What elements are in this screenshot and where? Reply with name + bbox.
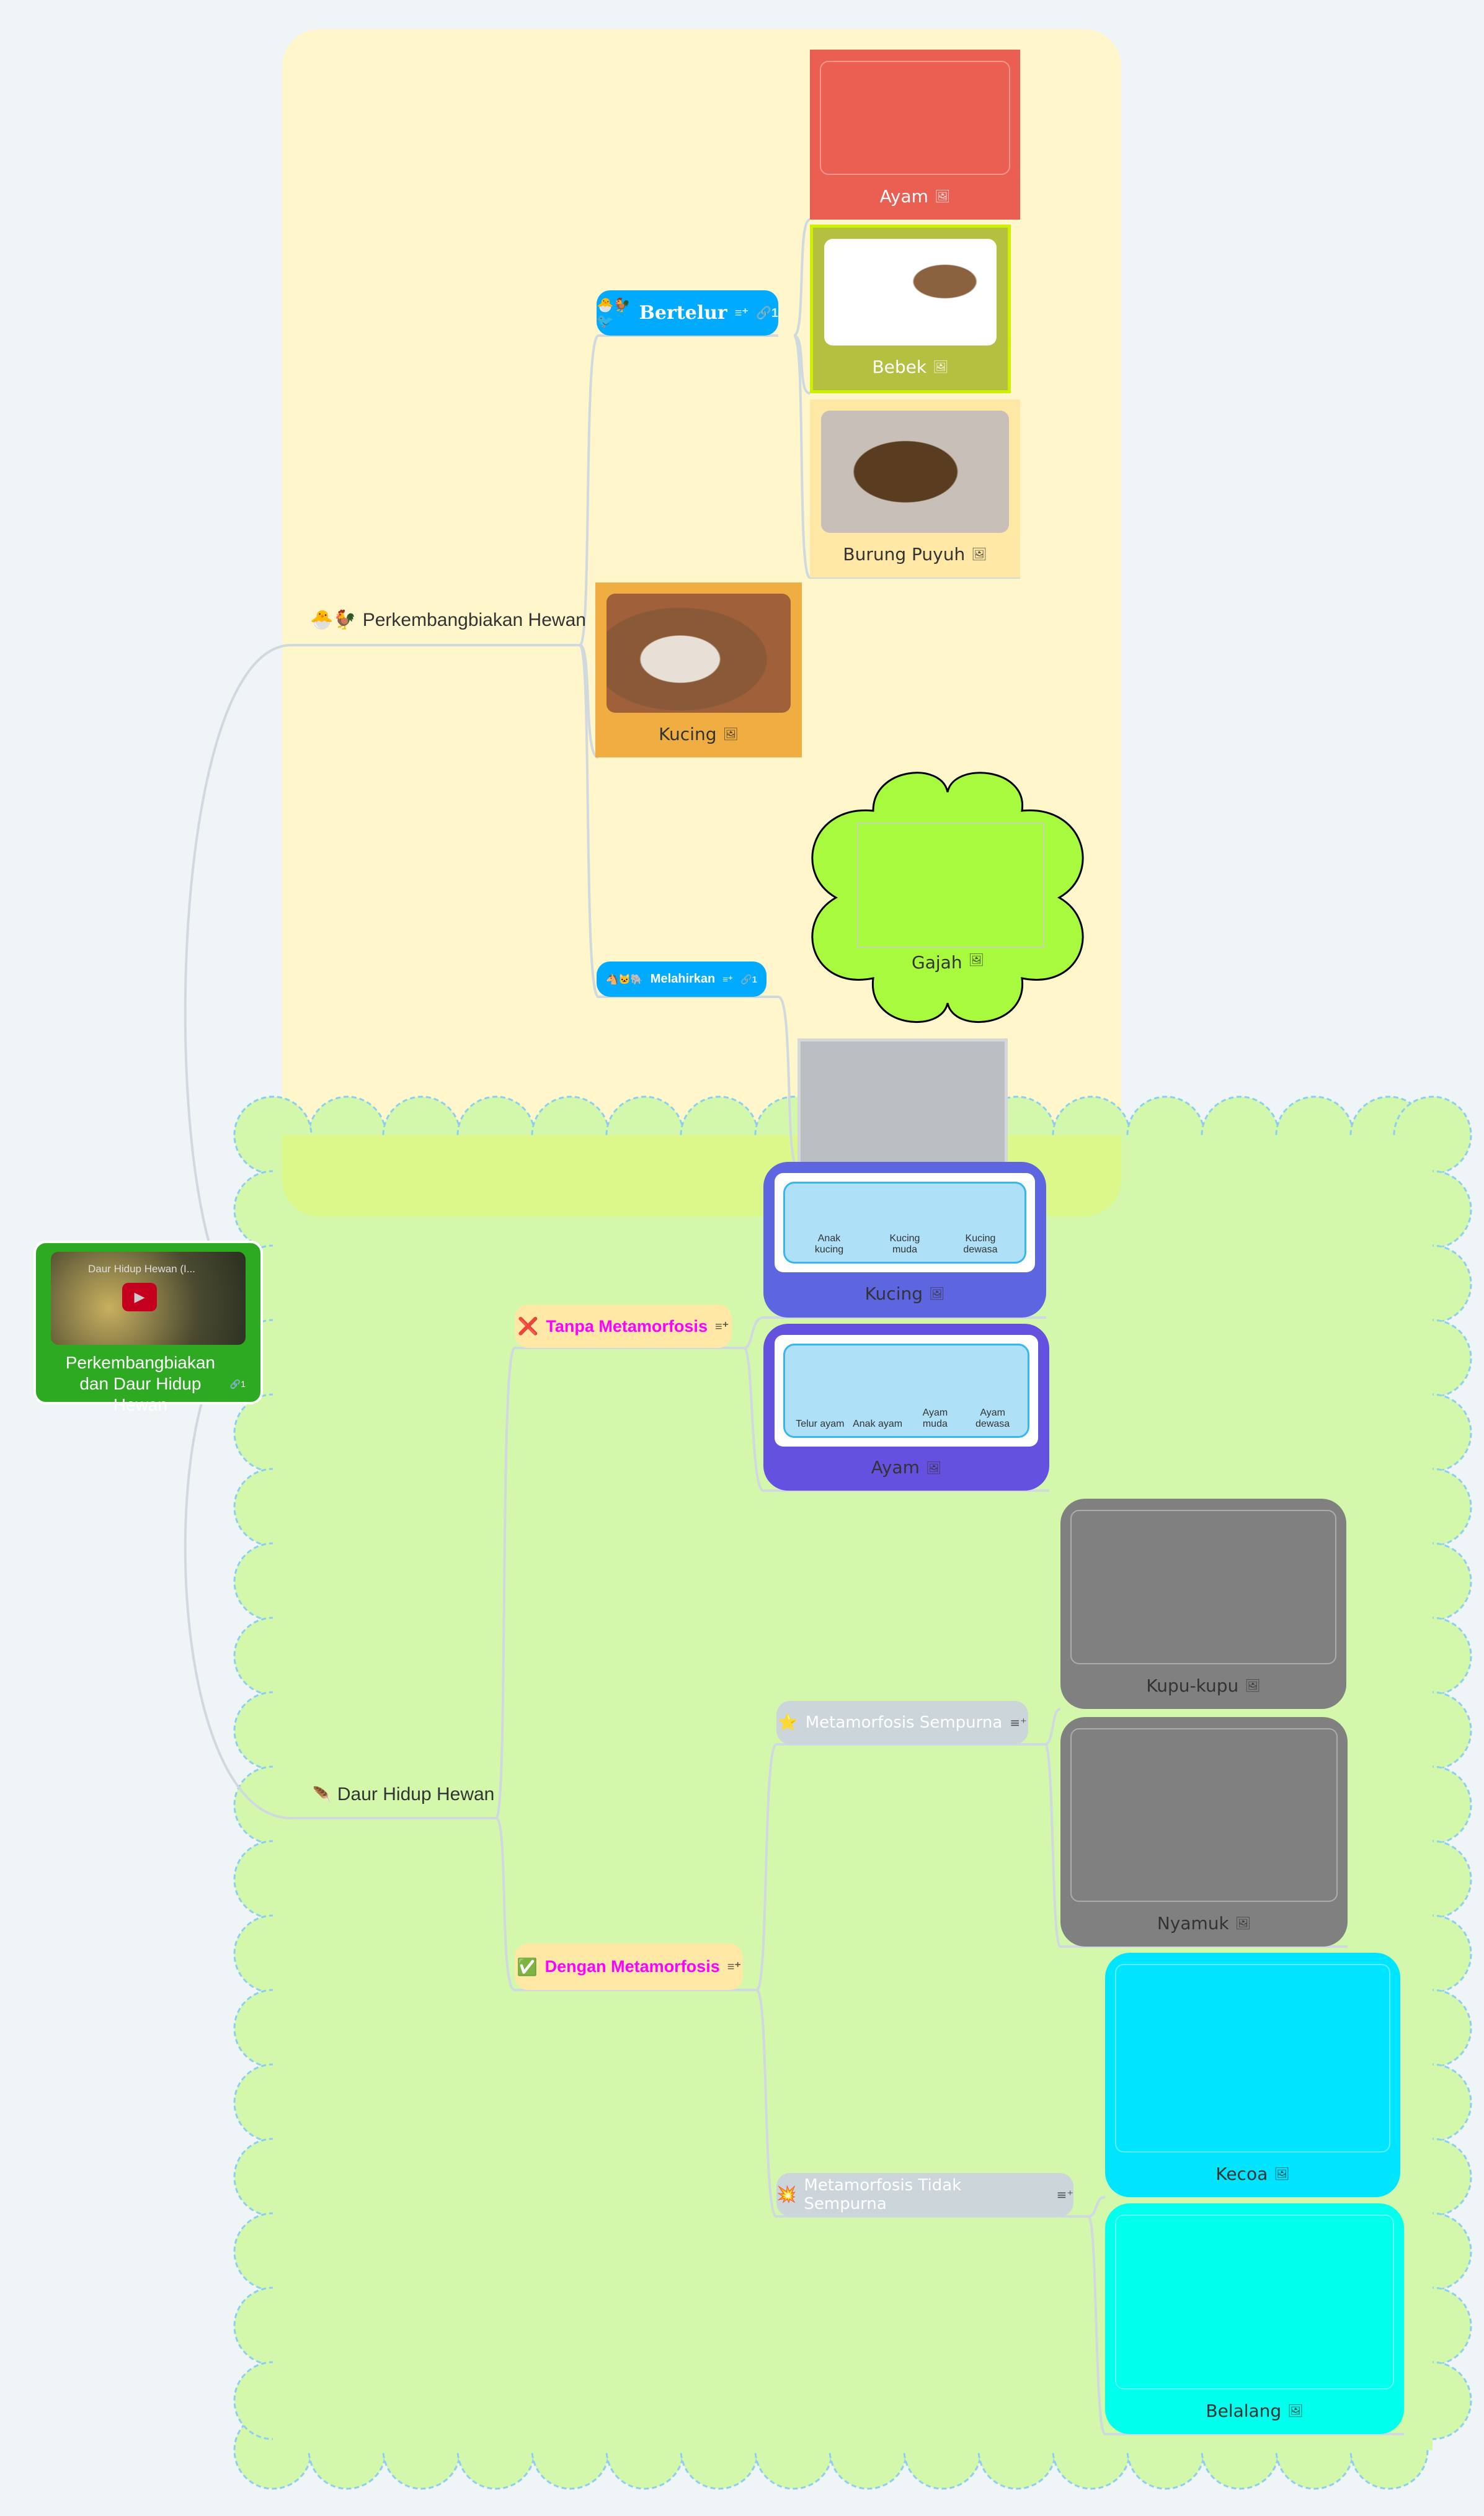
link-icon[interactable]: 🔗1 (229, 1378, 246, 1389)
card-nyamuk[interactable]: Nyamuk🖼 (1060, 1717, 1348, 1947)
image-icon: 🖼 (1245, 1678, 1261, 1693)
card-hidden-image[interactable] (798, 1038, 1008, 1175)
collision-icon: 💥 (776, 2185, 797, 2204)
image-icon: 🖼 (722, 726, 739, 741)
image-icon: 🖼 (968, 952, 984, 967)
cat-image (606, 594, 791, 713)
card-kucing[interactable]: Kucing🖼 (595, 582, 802, 757)
mammal-emoji: 🐴🐱🐘 (606, 974, 643, 985)
image-icon: 🖼 (1287, 2403, 1304, 2418)
node-tanpa-metamorfosis[interactable]: ❌ Tanpa Metamorfosis ≡⁺ (515, 1305, 732, 1348)
image-icon: 🖼 (1274, 2166, 1290, 2181)
star-icon: ⭐ (778, 1713, 798, 1732)
root-node[interactable]: Daur Hidup Hewan (I... ▶ Perkembangbiaka… (33, 1241, 263, 1414)
image-icon: 🖼 (929, 1286, 945, 1301)
node-metamorfosis-sempurna[interactable]: ⭐ Metamorfosis Sempurna ≡⁺ (776, 1701, 1028, 1744)
card-ayam[interactable]: Ayam🖼 (810, 50, 1020, 220)
notes-icon[interactable]: ≡⁺ (734, 306, 749, 320)
egg-emoji: 🐣🐓🐦 (597, 297, 631, 329)
broken-image-icon (1115, 2215, 1394, 2389)
card-burung-puyuh[interactable]: Burung Puyuh🖼 (810, 399, 1020, 578)
duck-image (824, 239, 997, 346)
branch-daur-hidup-hewan[interactable]: 🪶 Daur Hidup Hewan (313, 1784, 495, 1804)
video-title: Daur Hidup Hewan (I... (88, 1263, 195, 1275)
notes-icon[interactable]: ≡⁺ (722, 974, 733, 985)
broken-image-icon (1070, 1510, 1336, 1664)
cross-icon: ❌ (517, 1317, 539, 1336)
node-bertelur[interactable]: 🐣🐓🐦 Bertelur ≡⁺ 🔗1 (597, 290, 778, 336)
broken-image-icon (820, 61, 1010, 175)
chick-rooster-emoji: 🐣🐓 (310, 610, 357, 630)
checkmark-icon: ✅ (517, 1957, 538, 1976)
youtube-play-icon[interactable]: ▶ (122, 1283, 157, 1311)
link-icon[interactable]: 🔗1 (755, 306, 778, 320)
card-belalang[interactable]: Belalang🖼 (1105, 2203, 1404, 2434)
link-icon[interactable]: 🔗1 (740, 974, 757, 985)
cloud-card-gajah[interactable] (799, 767, 1097, 1027)
notes-icon[interactable]: ≡⁺ (727, 1960, 741, 1974)
notes-icon[interactable]: ≡⁺ (1010, 1715, 1027, 1730)
broken-image-icon (1070, 1728, 1338, 1902)
node-metamorfosis-tidak-sempurna[interactable]: 💥 Metamorfosis Tidak Sempurna ≡⁺ (776, 2173, 1073, 2216)
notes-icon[interactable]: ≡⁺ (714, 1319, 729, 1334)
node-dengan-metamorfosis[interactable]: ✅ Dengan Metamorfosis ≡⁺ (515, 1943, 743, 1990)
gajah-label: Gajah (912, 952, 962, 973)
image-icon: 🖼 (933, 359, 949, 374)
card-bebek[interactable]: Bebek🖼 (810, 225, 1011, 393)
broken-image-icon (1115, 1964, 1390, 2152)
image-icon: 🖼 (971, 546, 987, 561)
image-icon: 🖼 (934, 189, 951, 203)
node-melahirkan[interactable]: 🐴🐱🐘 Melahirkan ≡⁺ 🔗1 (597, 961, 766, 997)
quail-image (821, 411, 1009, 533)
branch-perkembangbiakan-hewan[interactable]: 🐣🐓 Perkembangbiakan Hewan (310, 609, 586, 631)
card-kecoa[interactable]: Kecoa🖼 (1105, 1953, 1400, 2197)
root-title: Perkembangbiakan dan Daur Hidup Hewan (65, 1353, 216, 1414)
notes-icon[interactable]: ≡⁺ (1056, 2187, 1073, 2202)
feather-emoji: 🪶 (313, 1786, 331, 1803)
image-icon: 🖼 (925, 1460, 942, 1475)
video-thumbnail[interactable]: Daur Hidup Hewan (I... ▶ (51, 1252, 246, 1345)
card-kupu-kupu[interactable]: Kupu-kupu🖼 (1060, 1499, 1346, 1709)
image-icon: 🖼 (1235, 1916, 1251, 1930)
